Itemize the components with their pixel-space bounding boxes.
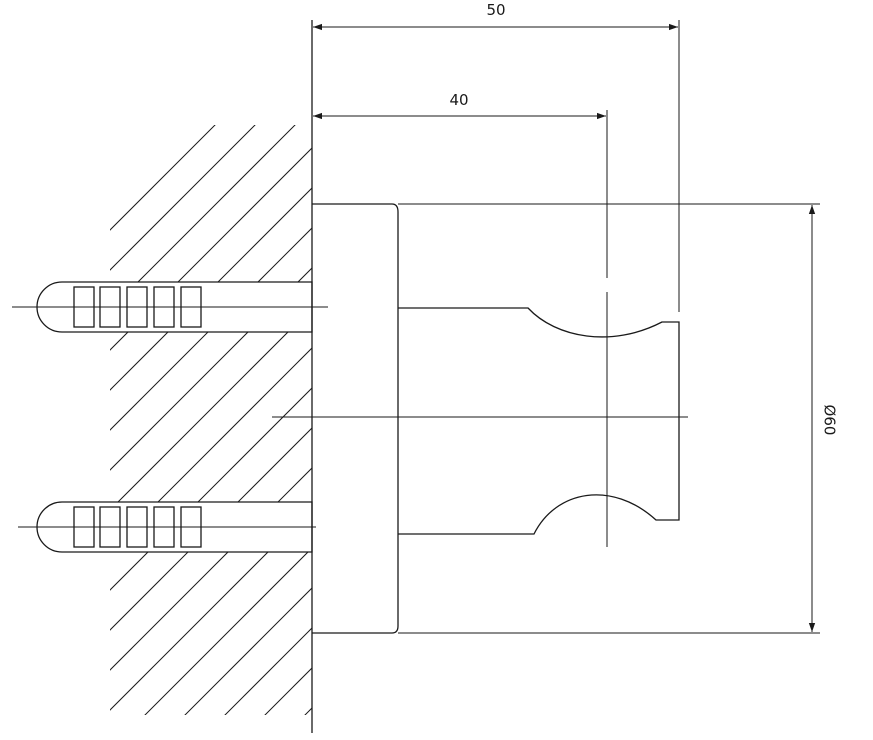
wall-plug-bottom	[18, 501, 316, 553]
dimension-overall-depth: 50	[313, 1, 678, 31]
dimension-label-40: 40	[449, 91, 468, 109]
dimension-inner-depth: 40	[313, 91, 606, 120]
dimension-diameter: Ø60	[808, 205, 839, 632]
wall-hatching	[110, 125, 312, 715]
wall-flange	[312, 203, 399, 634]
dimension-label-diameter: Ø60	[821, 405, 839, 436]
wall-plug-top	[12, 281, 328, 333]
dimension-label-50: 50	[486, 1, 505, 19]
holder-body	[398, 307, 680, 535]
